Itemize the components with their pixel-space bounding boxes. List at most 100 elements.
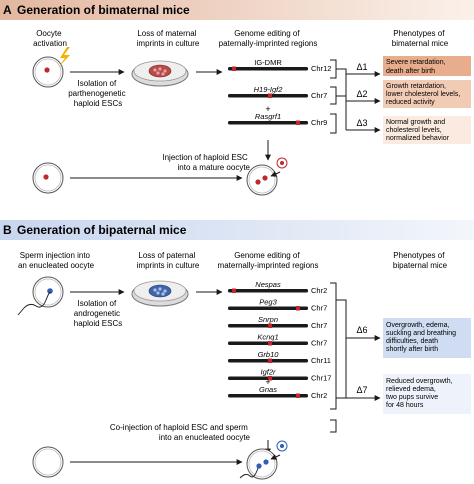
b-chr-label-4: Chr7: [311, 339, 327, 348]
panel-a: A Generation of bimaternal mice Oocyte a…: [0, 0, 474, 196]
svg-text:Overgrowth, edema, suc: Overgrowth, edema, suckling and breathin…: [386, 322, 458, 353]
b-chr-label-2: Chr7: [311, 304, 327, 313]
outcome-box-b1: Overgrowth, edema, suckling and breathin…: [383, 318, 471, 358]
lightning-icon: [58, 47, 70, 68]
panel-b: B Generation of bipaternal mice Sperm in…: [0, 220, 474, 480]
phenotypes-label-a: Phenotypes of bimaternal mice: [392, 29, 449, 48]
bracket-group-b: [330, 282, 347, 433]
genome-editing-label-a: Genome editing of paternally-imprinted r…: [219, 29, 318, 48]
bracket-group-a: [330, 59, 347, 134]
b-chromosome-bar-1: [228, 289, 308, 293]
panel-a-header-bar: [0, 0, 474, 20]
chromosome-list-b: NespasChr2Peg3Chr7SnrpnChr7Kcnq1Chr7Grb1…: [228, 280, 331, 400]
delta-3-label: Δ3: [356, 118, 367, 128]
delta-7-label: Δ7: [356, 385, 367, 395]
outcome-box-b2: Reduced overgrowth, relieved edema, two …: [383, 374, 471, 414]
panel-a-letter: A: [3, 3, 12, 17]
b-imprint-mark-7: [296, 393, 300, 398]
sperm-injected-oocyte-icon: [32, 276, 64, 308]
b-imprint-mark-6: [268, 376, 272, 381]
b-gene-label-2: Peg3: [259, 298, 277, 307]
loss-maternal-imprints-label: Loss of maternal imprints in culture: [137, 29, 200, 48]
b-imprint-mark-5: [268, 358, 272, 363]
b-chromosome-bar-7: [228, 394, 308, 398]
a-chr-label-3: Chr9: [311, 118, 327, 127]
svg-text:Growth retardation, lo: Growth retardation, lower cholesterol le…: [386, 83, 462, 106]
outcome-box-a3: Normal growth and cholesterol levels, no…: [383, 116, 471, 144]
b-gene-label-7: Gnas: [259, 385, 277, 394]
petri-dish-icon-a: [131, 60, 189, 87]
coinjection-label: Co-injection of haploid ESC and sperm in…: [110, 423, 251, 442]
b-plus-sign: +: [265, 377, 270, 387]
a-imprint-mark-2: [268, 93, 272, 98]
b-gene-label-5: Grb10: [258, 350, 280, 359]
a-gene-label-3: Rasgrf1: [255, 112, 281, 121]
oocyte-activation-label: Oocyte activation: [33, 29, 67, 48]
b-imprint-mark-4: [268, 341, 272, 346]
a-chromosome-bar-1: [228, 67, 308, 71]
delta-6-label: Δ6: [356, 325, 367, 335]
b-imprint-mark-3: [268, 323, 272, 328]
b-gene-label-6: Igf2r: [260, 368, 276, 377]
a-imprint-mark-1: [232, 66, 236, 71]
delta-2-label: Δ2: [356, 89, 367, 99]
mature-oocyte-icon: [32, 162, 64, 194]
a-chromosome-1: IG-DMR Chr12: [228, 58, 331, 73]
a-chr-label-1: Chr12: [311, 64, 331, 73]
panel-a-title: Generation of bimaternal mice: [17, 3, 190, 17]
activated-oocyte-icon: [32, 56, 64, 88]
delta-arrows-a: [346, 71, 381, 133]
b-chr-label-6: Chr17: [311, 374, 331, 383]
enucleated-oocyte-icon: [32, 446, 64, 478]
a-plus-sign: +: [265, 104, 270, 114]
b-gene-label-4: Kcnq1: [257, 333, 278, 342]
b-chr-label-5: Chr11: [311, 356, 331, 365]
svg-text:Reduced overgrowth, re: Reduced overgrowth, relieved edema, two …: [386, 378, 455, 409]
loss-paternal-imprints-label: Loss of paternal imprints in culture: [137, 251, 200, 270]
delta-1-label: Δ1: [356, 62, 367, 72]
delta-arrows-b: [346, 335, 381, 401]
isolation-androgenetic-label: Isolation of androgenetic haploid ESCs: [74, 299, 123, 328]
outcome-box-a1: Severe retardation, death after birth: [383, 56, 471, 76]
genome-editing-label-b: Genome editing of maternally-imprinted r…: [218, 251, 319, 270]
coinjected-oocyte-icon: [239, 440, 288, 480]
a-imprint-mark-3: [296, 120, 300, 125]
b-imprint-mark-2: [296, 306, 300, 311]
phenotypes-label-b: Phenotypes of bipaternal mice: [393, 251, 448, 270]
a-gene-label-2: H19-Igf2: [254, 85, 284, 94]
isolation-parthenogenetic-label: Isolation of parthenogenetic haploid ESC…: [68, 79, 128, 108]
injection-label-a: Injection of haploid ESC into a mature o…: [162, 153, 250, 172]
b-chr-label-1: Chr2: [311, 286, 327, 295]
b-gene-label-1: Nespas: [255, 280, 281, 289]
b-chr-label-3: Chr7: [311, 321, 327, 330]
sperm-injection-label: Sperm injection into an enucleated oocyt…: [18, 251, 95, 270]
b-chr-label-7: Chr2: [311, 391, 327, 400]
svg-text:Normal growth and chol: Normal growth and cholesterol levels, no…: [386, 119, 450, 142]
b-imprint-mark-1: [232, 288, 236, 293]
panel-b-title: Generation of bipaternal mice: [17, 223, 187, 237]
svg-text:Severe retardation, de: Severe retardation, death after birth: [386, 59, 448, 75]
injection-needle-icon: [17, 307, 25, 316]
b-gene-label-3: Snrpn: [258, 315, 278, 324]
a-gene-label-1: IG-DMR: [254, 58, 282, 67]
a-chromosome-bar-3: [228, 121, 308, 125]
sperm-tail-icon: [23, 291, 51, 309]
panel-b-header-bar: [0, 220, 474, 240]
injected-oocyte-icon: [246, 157, 288, 196]
panel-b-letter: B: [3, 223, 12, 237]
outcome-box-a2: Growth retardation, lower cholesterol le…: [383, 80, 471, 108]
b-chromosome-bar-2: [228, 306, 308, 310]
petri-dish-icon-b: [131, 280, 189, 307]
a-chr-label-2: Chr7: [311, 91, 327, 100]
